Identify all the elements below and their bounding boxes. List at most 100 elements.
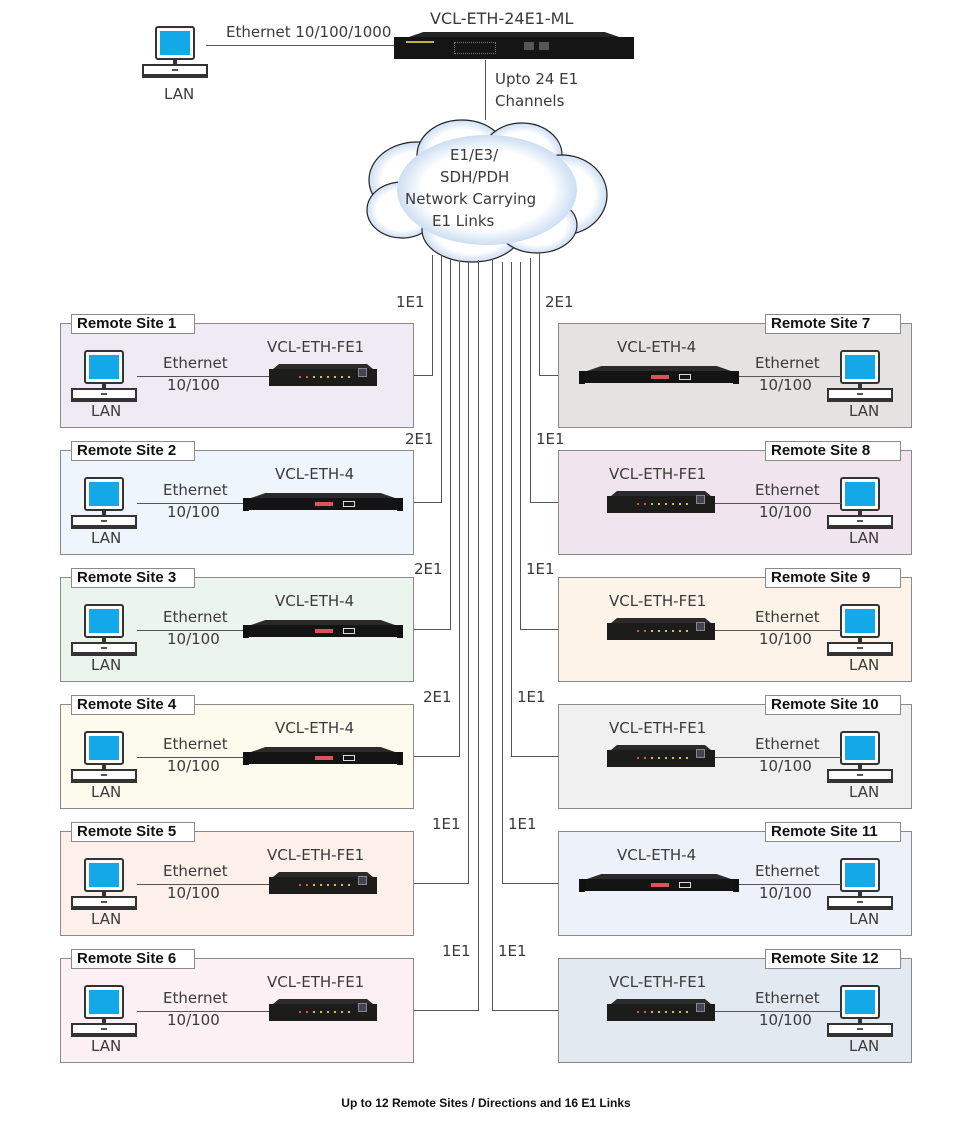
ethernet-label: Ethernet (163, 989, 228, 1007)
ethernet-speed-label: 10/100 (167, 1011, 220, 1029)
e1-link-vertical (450, 258, 451, 629)
lan-ethernet-link (137, 376, 269, 377)
vcl-eth-4-device-icon (579, 366, 739, 384)
vcl-eth-4-device-icon (579, 874, 739, 892)
e1-link-horizontal (414, 375, 433, 376)
site-title: Remote Site 10 (765, 695, 901, 715)
lan-ethernet-link (137, 630, 317, 631)
central-ethernet-link (206, 45, 396, 46)
lan-pc-icon (71, 350, 137, 410)
site-title: Remote Site 8 (765, 441, 901, 461)
lan-label: LAN (849, 529, 880, 547)
lan-ethernet-link (713, 1011, 841, 1012)
e1-link-label: 2E1 (414, 560, 443, 578)
e1-link-horizontal (414, 756, 460, 757)
vcl-eth-fe1-device-icon (269, 364, 377, 386)
e1-link-label: 2E1 (423, 688, 452, 706)
device-label: VCL-ETH-FE1 (267, 846, 365, 864)
ethernet-label: Ethernet (163, 481, 228, 499)
e1-link-label: 1E1 (536, 430, 565, 448)
site-title: Remote Site 12 (765, 949, 901, 969)
lan-label: LAN (91, 783, 122, 801)
e1-link-horizontal (530, 502, 558, 503)
e1-link-horizontal (414, 629, 451, 630)
lan-ethernet-link (709, 376, 841, 377)
lan-pc-icon (827, 477, 893, 537)
site-title: Remote Site 7 (765, 314, 901, 334)
e1-link-horizontal (492, 1010, 558, 1011)
lan-pc-icon (71, 477, 137, 537)
channels-label-1: Upto 24 E1 (495, 70, 579, 88)
cloud-line-2: SDH/PDH (440, 168, 510, 186)
e1-link-label: 1E1 (432, 815, 461, 833)
lan-ethernet-link (137, 757, 317, 758)
e1-link-label: 1E1 (508, 815, 537, 833)
vcl-eth-fe1-device-icon (269, 872, 377, 894)
vcl-eth-fe1-device-icon (607, 999, 715, 1021)
device-label: VCL-ETH-FE1 (267, 973, 365, 991)
e1-link-label: 1E1 (396, 293, 425, 311)
lan-ethernet-link (137, 1011, 269, 1012)
ethernet-speed-label: 10/100 (759, 376, 812, 394)
e1-link-label: 1E1 (526, 560, 555, 578)
site-title: Remote Site 3 (71, 568, 195, 588)
lan-ethernet-link (137, 884, 269, 885)
site-title: Remote Site 4 (71, 695, 195, 715)
lan-pc-icon (827, 731, 893, 791)
vcl-eth-4-device-icon (243, 493, 403, 511)
e1-link-label: 1E1 (498, 942, 527, 960)
lan-label: LAN (849, 656, 880, 674)
vcl-eth-fe1-device-icon (607, 618, 715, 640)
ethernet-label: Ethernet (755, 354, 820, 372)
e1-link-horizontal (414, 502, 442, 503)
e1-link-label: 2E1 (545, 293, 574, 311)
lan-label: LAN (91, 529, 122, 547)
lan-pc-icon (827, 985, 893, 1045)
ethernet-label: Ethernet (755, 608, 820, 626)
e1-link-vertical (520, 262, 521, 629)
site-title: Remote Site 2 (71, 441, 195, 461)
central-device-label: VCL-ETH-24E1-ML (430, 9, 574, 28)
ethernet-speed-label: 10/100 (759, 884, 812, 902)
lan-ethernet-link (137, 503, 317, 504)
site-title: Remote Site 1 (71, 314, 195, 334)
ethernet-speed-label: 10/100 (759, 757, 812, 775)
lan-pc-icon (827, 858, 893, 918)
lan-pc-icon (827, 350, 893, 410)
lan-label: LAN (849, 783, 880, 801)
device-label: VCL-ETH-4 (617, 338, 697, 356)
e1-link-horizontal (502, 883, 558, 884)
ethernet-label: Ethernet (163, 608, 228, 626)
vcl-eth-fe1-device-icon (607, 745, 715, 767)
device-label: VCL-ETH-FE1 (609, 973, 707, 991)
e1-link-vertical (432, 255, 433, 375)
cloud-line-1: E1/E3/ (450, 146, 499, 164)
lan-label: LAN (849, 910, 880, 928)
e1-link-label: 1E1 (442, 942, 471, 960)
lan-ethernet-link (709, 884, 841, 885)
lan-label: LAN (91, 1037, 122, 1055)
lan-pc-icon (827, 604, 893, 664)
cloud-line-3: Network Carrying (405, 190, 537, 208)
central-to-cloud-link (485, 60, 486, 120)
lan-ethernet-link (713, 630, 841, 631)
e1-link-vertical (539, 252, 540, 375)
e1-link-horizontal (414, 883, 469, 884)
central-lan-pc-icon (142, 26, 208, 86)
central-ethernet-label: Ethernet 10/100/1000 (226, 23, 392, 41)
e1-link-vertical (530, 258, 531, 502)
e1-link-vertical (511, 262, 512, 756)
e1-link-label: 2E1 (405, 430, 434, 448)
ethernet-label: Ethernet (755, 989, 820, 1007)
lan-label: LAN (91, 402, 122, 420)
lan-label: LAN (91, 656, 122, 674)
ethernet-speed-label: 10/100 (167, 503, 220, 521)
e1-link-vertical (468, 262, 469, 883)
